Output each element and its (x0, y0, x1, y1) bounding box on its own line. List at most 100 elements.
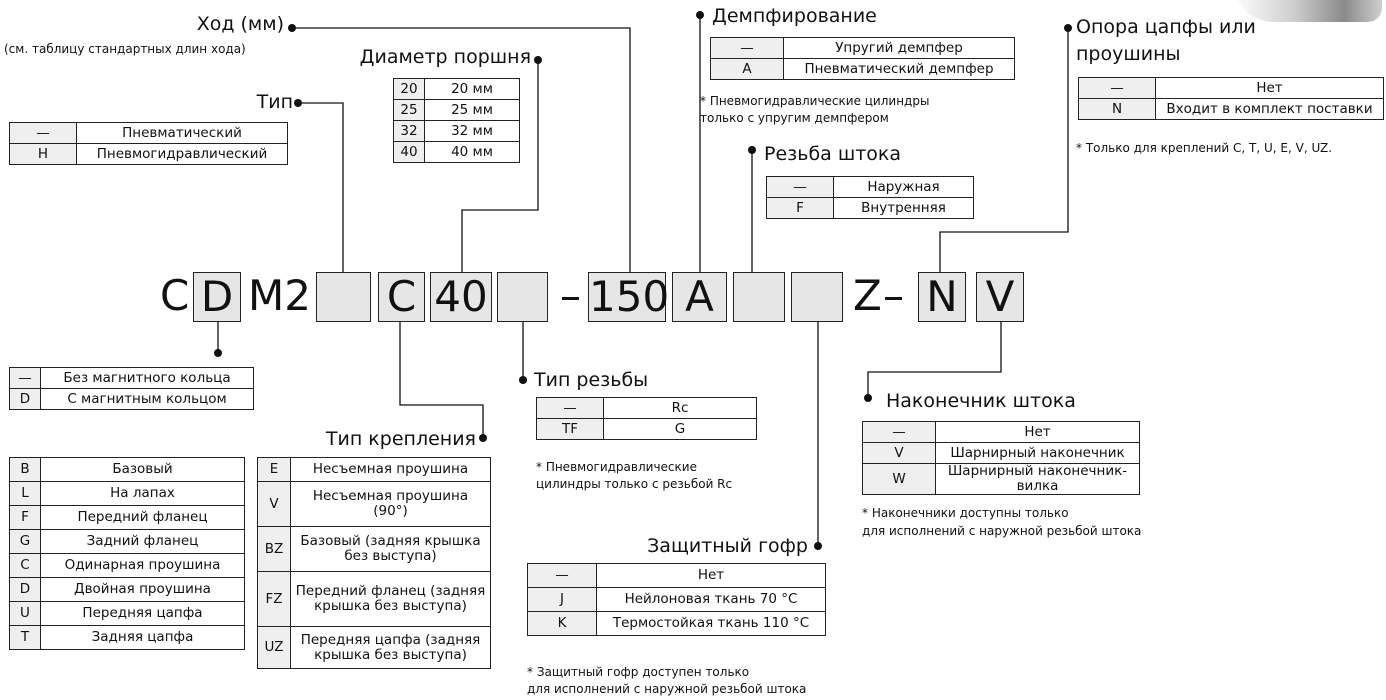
option-description-cell: Передний фланец (задняя крышка без высту… (290, 571, 491, 627)
code-box-boot (791, 272, 843, 322)
dot-mounting (479, 434, 487, 442)
option-code-cell: U (9, 601, 41, 626)
option-code-cell: — (9, 367, 41, 389)
line-bore (461, 60, 539, 272)
option-description-cell: Внутренняя (833, 197, 974, 219)
dot-port-thread (519, 376, 527, 384)
option-code-cell: G (9, 529, 41, 554)
code-box-cushion: A (672, 272, 727, 322)
option-row: —Наружная (766, 176, 974, 198)
mounting-title: Тип крепления (325, 428, 476, 450)
code-box-bore: 40 (430, 272, 492, 322)
option-description-cell: 40 мм (424, 141, 520, 163)
rod-end-title: Наконечник штока (886, 390, 1076, 412)
option-code-cell: V (257, 481, 291, 527)
option-row: —Без магнитного кольца (9, 367, 254, 389)
option-code-cell: 20 (393, 78, 425, 100)
code-box-rod-end: V (976, 272, 1024, 322)
option-code-cell: — (9, 122, 77, 144)
code-series-m2: M2 (248, 271, 311, 320)
pivot-title-1: Опора цапфы или (1076, 16, 1256, 38)
dot-bore (534, 56, 542, 64)
option-code-cell: D (9, 577, 41, 602)
option-description-cell: Передняя цапфа (задняя крышка без выступ… (290, 626, 491, 669)
option-description-cell: 25 мм (424, 99, 520, 121)
stroke-note: (см. таблицу стандартных длин хода) (4, 42, 246, 56)
option-code-cell: — (766, 176, 834, 198)
option-row: —Упругий демпфер (710, 37, 1015, 59)
option-code-cell: 32 (393, 120, 425, 142)
option-row: —Пневматический (9, 122, 288, 144)
code-dash-2: – (883, 271, 904, 320)
option-row: —Нет (862, 421, 1140, 443)
port-thread-note-1: * Пневмогидравлические (536, 460, 697, 474)
option-description-cell: 32 мм (424, 120, 520, 142)
option-description-cell: Пневматический (76, 122, 288, 144)
option-description-cell: Несъемная проушина (290, 457, 491, 482)
line-mounting (399, 322, 484, 438)
code-series-c: C (160, 271, 190, 320)
port-thread-title: Тип резьбы (534, 369, 649, 391)
rod-thread-title: Резьба штока (764, 143, 902, 165)
type-title: Тип (256, 91, 293, 113)
option-description-cell: Задний фланец (40, 529, 245, 554)
option-row: —Нет (1078, 77, 1384, 99)
pivot-title-2: проушины (1076, 43, 1181, 65)
option-code-cell: — (862, 421, 936, 443)
code-dash-1: – (560, 271, 581, 320)
option-description-cell: Задняя цапфа (40, 625, 245, 650)
option-description-cell: Упругий демпфер (783, 37, 1015, 59)
option-description-cell: 20 мм (424, 78, 520, 100)
code-box-mounting: C (378, 272, 425, 322)
dot-rod-thread (748, 146, 756, 154)
option-code-cell: FZ (257, 571, 291, 627)
option-description-cell: Rc (603, 397, 757, 419)
option-description-cell: Термостойкая ткань 110 °C (596, 611, 826, 636)
cushion-note-1: * Пневмогидравлические цилиндры (700, 94, 930, 108)
option-description-cell: Нет (596, 563, 826, 588)
option-description-cell: Пневмогидравлический (76, 143, 288, 165)
option-description-cell: Передняя цапфа (40, 601, 245, 626)
dot-magnet (214, 349, 222, 357)
option-description-cell: Нейлоновая ткань 70 °C (596, 587, 826, 612)
pivot-note: * Только для креплений C, T, U, E, V, UZ… (1076, 141, 1333, 155)
dot-rod-end (864, 394, 872, 402)
dot-boot (814, 542, 822, 550)
option-code-cell: V (862, 442, 936, 464)
code-box-port-thread (497, 272, 548, 322)
option-code-cell: 25 (393, 99, 425, 121)
option-code-cell: BZ (257, 526, 291, 572)
option-description-cell: Пневматический демпфер (783, 58, 1015, 80)
code-suffix-z: Z (853, 271, 882, 320)
option-row: —Нет (527, 563, 826, 588)
option-code-cell: C (9, 553, 41, 578)
option-code-cell: N (1078, 98, 1156, 120)
option-description-cell: Без магнитного кольца (40, 367, 254, 389)
option-code-cell: UZ (257, 626, 291, 669)
option-code-cell: 40 (393, 141, 425, 163)
line-pivot (939, 28, 1069, 272)
option-code-cell: A (710, 58, 784, 80)
rod-end-note-2: для исполнений с наружной резьбой штока (862, 524, 1142, 538)
dot-type (294, 99, 302, 107)
option-description-cell: Двойная проушина (40, 577, 245, 602)
line-stroke (292, 27, 631, 272)
